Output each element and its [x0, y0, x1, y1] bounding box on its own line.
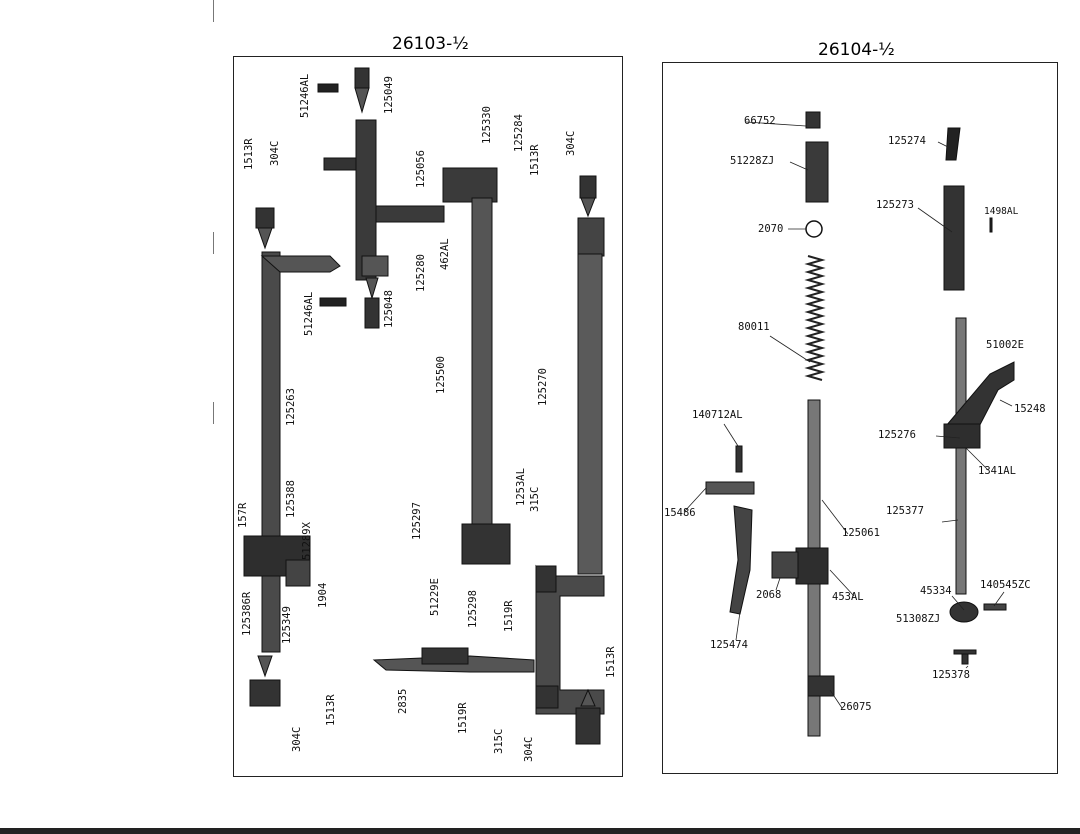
part-label: 51289X [301, 522, 313, 560]
part-label: 45334 [920, 585, 952, 597]
part-label: 125349 [281, 606, 293, 644]
part-label: 1498AL [984, 206, 1019, 217]
left-margin-line-mid [213, 232, 214, 254]
part-label: 125263 [285, 388, 297, 426]
part-label: 125270 [537, 368, 549, 406]
part-label: 125386R [241, 591, 253, 636]
part-label: 51229E [429, 578, 441, 616]
part-label: 125061 [842, 527, 880, 539]
part-label: 26075 [840, 701, 872, 713]
part-label: 15486 [664, 507, 696, 519]
part-label: 1341AL [978, 465, 1016, 477]
part-label: 125280 [415, 254, 427, 292]
part-label: 140545ZC [980, 579, 1031, 591]
part-label: 51246AL [299, 73, 311, 118]
part-label: 51002E [986, 339, 1024, 351]
part-label: 125273 [876, 199, 914, 211]
part-label: 125274 [888, 135, 926, 147]
part-label: 125378 [932, 669, 970, 681]
part-label: 51308ZJ [896, 613, 941, 625]
part-label: 315C [529, 486, 541, 512]
left-margin-line-low [213, 402, 214, 424]
part-label: 125048 [383, 290, 395, 328]
part-label: 140712AL [692, 409, 743, 421]
right-panel-title: 26104-½ [818, 40, 895, 60]
part-label: 1519R [503, 600, 515, 632]
part-label: 51246AL [303, 291, 315, 336]
part-label: 125049 [383, 76, 395, 114]
part-label: 125388 [285, 480, 297, 518]
part-label: 1513R [325, 694, 337, 726]
part-label: 2070 [758, 223, 784, 235]
part-label: 80011 [738, 321, 770, 333]
part-label: 315C [493, 728, 505, 754]
part-label: 304C [291, 726, 303, 752]
part-label: 125056 [415, 150, 427, 188]
part-label: 15248 [1014, 403, 1046, 415]
bottom-border-bar [0, 828, 1080, 834]
part-label: 1513R [529, 144, 541, 176]
part-label: 66752 [744, 115, 776, 127]
part-label: 51228ZJ [730, 155, 775, 167]
part-label: 125298 [467, 590, 479, 628]
part-label: 1513R [243, 138, 255, 170]
part-label: 125330 [481, 106, 493, 144]
part-label: 125276 [878, 429, 916, 441]
part-label: 462AL [439, 238, 451, 270]
part-label: 453AL [832, 591, 864, 603]
part-label: 1904 [317, 582, 329, 608]
part-label: 125377 [886, 505, 924, 517]
part-label: 1253AL [515, 468, 527, 506]
part-label: 2068 [756, 589, 782, 601]
left-margin-line-top [213, 0, 214, 22]
part-label: 304C [523, 736, 535, 762]
part-label: 2835 [397, 688, 409, 714]
part-label: 125474 [710, 639, 748, 651]
right-parts-panel [662, 62, 1058, 774]
left-panel-title: 26103-½ [392, 34, 469, 54]
part-label: 125500 [435, 356, 447, 394]
part-label: 1519R [457, 702, 469, 734]
part-label: 125284 [513, 114, 525, 152]
part-label: 157R [237, 502, 249, 528]
part-label: 304C [269, 140, 281, 166]
part-label: 1513R [605, 646, 617, 678]
part-label: 125297 [411, 502, 423, 540]
part-label: 304C [565, 130, 577, 156]
